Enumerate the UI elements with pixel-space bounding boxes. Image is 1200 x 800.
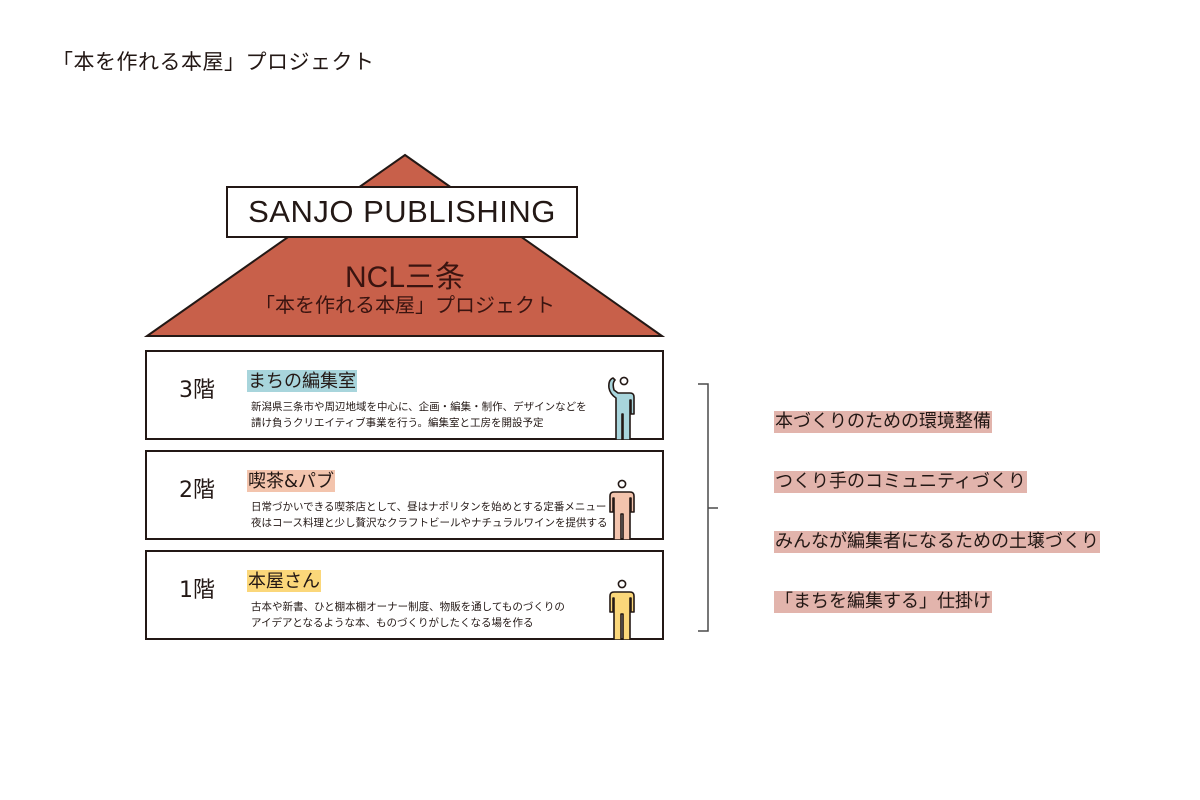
description-line: 日常づかいできる喫茶店として、昼はナポリタンを始めとする定番メニュー bbox=[251, 501, 607, 513]
floor-3: 3階 まちの編集室 新潟県三条市や周辺地域を中心に、企画・編集・制作、デザインな… bbox=[145, 350, 664, 440]
goal-item: 「まちを編集する」仕掛け bbox=[774, 591, 992, 613]
person-waving-icon bbox=[608, 376, 635, 440]
floor-label: 1階 bbox=[179, 578, 215, 603]
goal-item: みんなが編集者になるための土壌づくり bbox=[774, 531, 1100, 553]
description-line: アイデアとなるような本、ものづくりがしたくなる場を作る bbox=[251, 617, 534, 629]
floor-name: 喫茶&パブ bbox=[247, 470, 336, 492]
brand-box: SANJO PUBLISHING bbox=[226, 186, 578, 238]
person-standing-icon bbox=[609, 479, 635, 540]
floor-description: 新潟県三条市や周辺地域を中心に、企画・編集・制作、デザインなどを 請け負うクリエ… bbox=[251, 399, 587, 431]
brand-name: SANJO PUBLISHING bbox=[248, 194, 556, 229]
house-name: NCL三条 bbox=[344, 261, 465, 294]
floor-label: 2階 bbox=[179, 478, 215, 503]
floor-name: まちの編集室 bbox=[247, 370, 357, 392]
person-standing-icon bbox=[609, 579, 635, 640]
floor-label: 3階 bbox=[179, 378, 215, 403]
floor-description: 古本や新書、ひと棚本棚オーナー制度、物販を通してものづくりの アイデアとなるよう… bbox=[251, 599, 565, 631]
description-line: 古本や新書、ひと棚本棚オーナー制度、物販を通してものづくりの bbox=[251, 601, 565, 613]
goal-item: つくり手のコミュニティづくり bbox=[774, 471, 1027, 493]
house-subtitle: 「本を作れる本屋」プロジェクト bbox=[255, 293, 555, 317]
description-line: 新潟県三条市や周辺地域を中心に、企画・編集・制作、デザインなどを bbox=[251, 401, 587, 413]
floor-2: 2階 喫茶&パブ 日常づかいできる喫茶店として、昼はナポリタンを始めとする定番メ… bbox=[145, 450, 664, 540]
page-title: 「本を作れる本屋」プロジェクト bbox=[52, 50, 375, 74]
floor-1: 1階 本屋さん 古本や新書、ひと棚本棚オーナー制度、物販を通してものづくりの ア… bbox=[145, 550, 664, 640]
floor-description: 日常づかいできる喫茶店として、昼はナポリタンを始めとする定番メニュー 夜はコース… bbox=[251, 499, 607, 531]
bracket-connector bbox=[698, 383, 718, 632]
floor-name: 本屋さん bbox=[247, 570, 321, 592]
description-line: 請け負うクリエイティブ事業を行う。編集室と工房を開設予定 bbox=[251, 417, 544, 429]
description-line: 夜はコース料理と少し贅沢なクラフトビールやナチュラルワインを提供する bbox=[251, 517, 608, 529]
goal-item: 本づくりのための環境整備 bbox=[774, 411, 992, 433]
